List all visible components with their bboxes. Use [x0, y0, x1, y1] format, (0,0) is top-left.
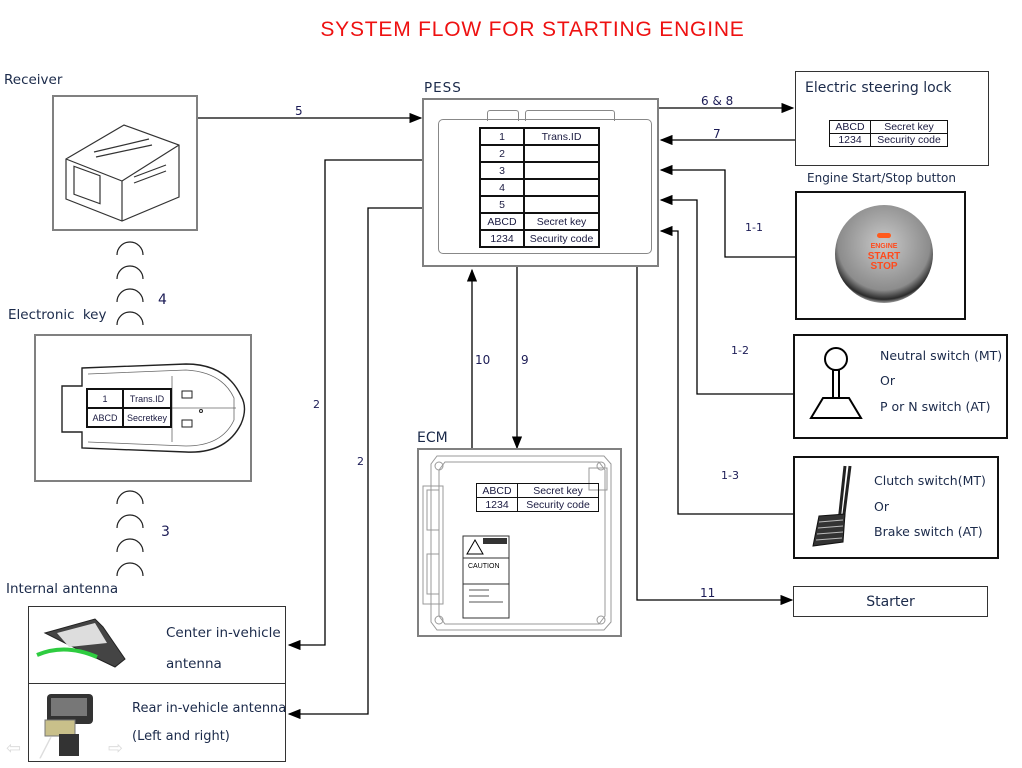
- electronic-key-label: Electronic key: [8, 307, 107, 323]
- step-label-3: 3: [161, 524, 170, 540]
- next-slide-icon[interactable]: ⇨: [108, 738, 124, 759]
- center-antenna-box: Center in-vehicle antenna: [28, 606, 286, 684]
- step-label-1-3: 1-3: [721, 469, 739, 482]
- arrow-2-rear: [287, 207, 422, 720]
- step-label-4: 4: [158, 292, 167, 308]
- start-button-label: Engine Start/Stop button: [807, 171, 956, 185]
- ecm-label: ECM: [417, 430, 448, 446]
- arrow-1-3: [659, 225, 795, 515]
- button-text-engine: ENGINE: [870, 243, 898, 250]
- step-label-9: 9: [521, 353, 529, 367]
- pess-tab-left: [487, 110, 519, 121]
- gear-shift-lever-icon: [809, 347, 863, 419]
- pess-label: PESS: [424, 80, 462, 96]
- diagram-title: SYSTEM FLOW FOR STARTING ENGINE: [320, 18, 745, 41]
- neutral-switch-box: Neutral switch (MT) Or P or N switch (AT…: [793, 334, 1008, 439]
- step-label-10: 10: [475, 353, 491, 367]
- rear-antenna-line2: (Left and right): [132, 729, 230, 744]
- wireless-signal-4: [116, 241, 144, 326]
- engine-start-stop-button-icon[interactable]: ENGINE START STOP: [835, 205, 933, 303]
- neutral-switch-line3: P or N switch (AT): [880, 399, 991, 414]
- clutch-switch-box: Clutch switch(MT) Or Brake switch (AT): [793, 456, 999, 559]
- receiver-box: [52, 95, 198, 231]
- arrow-1-2: [659, 194, 795, 395]
- wireless-signal-3: [116, 490, 144, 577]
- starter-label: Starter: [866, 594, 915, 610]
- step-label-1-1: 1-1: [745, 221, 763, 234]
- clutch-switch-line3: Brake switch (AT): [874, 524, 983, 539]
- center-antenna-line1: Center in-vehicle: [166, 625, 281, 641]
- pedal-icon: [812, 465, 852, 547]
- step-label-2-rear: 2: [357, 455, 364, 468]
- indicator-led-icon: [877, 233, 891, 238]
- pess-tab-right: [525, 110, 615, 121]
- step-label-6-8: 6 & 8: [701, 94, 734, 108]
- center-antenna-line2: antenna: [166, 656, 222, 672]
- center-antenna-icon: [36, 618, 126, 668]
- caution-label-icon: [462, 535, 510, 619]
- neutral-switch-line2: Or: [880, 373, 895, 388]
- internal-antenna-label: Internal antenna: [6, 581, 119, 597]
- arrow-2-center: [287, 159, 422, 651]
- rear-antenna-box: Rear in-vehicle antenna (Left and right): [28, 683, 286, 762]
- button-text-stop: STOP: [870, 261, 898, 272]
- rear-antenna-line1: Rear in-vehicle antenna: [132, 701, 287, 716]
- neutral-switch-line1: Neutral switch (MT): [880, 348, 1003, 363]
- step-label-7: 7: [713, 127, 721, 141]
- steering-lock-label: Electric steering lock: [805, 80, 952, 96]
- pess-inner-panel: [438, 119, 652, 254]
- electronic-key-memory-table: 1 Trans.ID ABCD Secretkey: [86, 388, 172, 428]
- ecm-caution-text: CAUTION: [468, 563, 500, 570]
- receiver-icon: [65, 124, 180, 222]
- ecm-unit-icon: [422, 455, 612, 631]
- starter-box: Starter: [793, 586, 988, 617]
- step-label-1-2: 1-2: [731, 344, 749, 357]
- arrow-1-1: [659, 164, 795, 258]
- step-label-11: 11: [700, 586, 716, 600]
- rear-antenna-icon: [44, 694, 93, 756]
- arrow-11: [636, 267, 794, 606]
- step-label-5: 5: [295, 104, 303, 118]
- electronic-key-box: 1 Trans.ID ABCD Secretkey: [34, 334, 252, 482]
- receiver-label: Receiver: [4, 72, 63, 88]
- start-button-box: ENGINE START STOP: [795, 191, 966, 320]
- clutch-switch-line1: Clutch switch(MT): [874, 473, 986, 488]
- prev-slide-icon[interactable]: ⇦: [6, 738, 22, 759]
- step-label-2-center: 2: [313, 398, 320, 411]
- button-text-start: START: [867, 251, 901, 262]
- pen-icon[interactable]: ╱: [40, 738, 51, 759]
- clutch-switch-line2: Or: [874, 499, 889, 514]
